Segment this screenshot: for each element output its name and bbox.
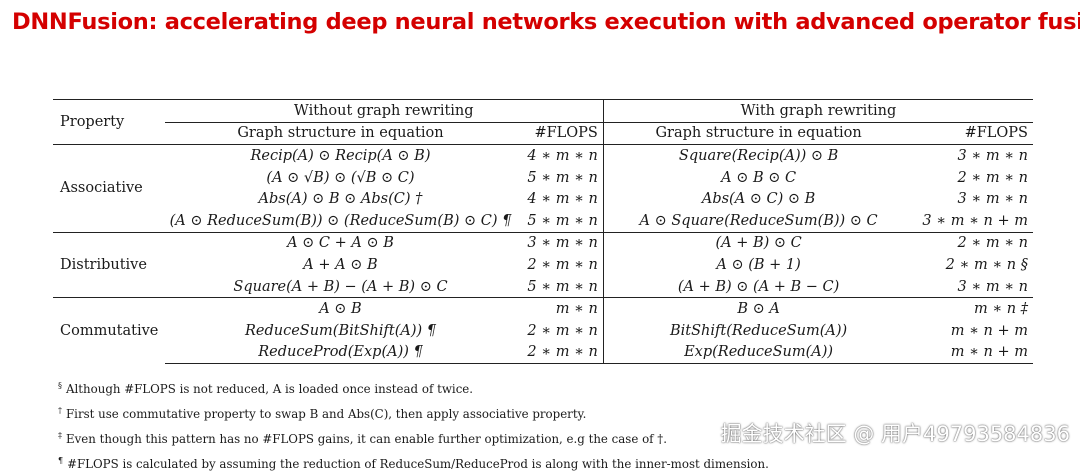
footnote-mark: ‡ [58, 430, 62, 440]
with-flops-cell: m ∗ n + m [913, 341, 1033, 365]
without-equation-cell: (A ⊙ ReduceSum(B)) ⊙ (ReduceSum(B) ⊙ C) … [169, 212, 512, 229]
footnote: † First use commutative property to swap … [58, 400, 769, 425]
header-row-2: Graph structure in equation #FLOPS Graph… [53, 122, 1033, 145]
with-flops-cell: m ∗ n ‡ [913, 297, 1033, 320]
without-equation-cell: A ⊙ B [164, 297, 517, 320]
with-graph-structure-header: Graph structure in equation [602, 122, 914, 145]
footnotes: § Although #FLOPS is not reduced, A is lo… [58, 375, 769, 475]
footnote-mark: ¶ [58, 455, 64, 465]
property-cell: Associative [53, 144, 165, 233]
without-equation-cell: A + A ⊙ B [303, 256, 378, 273]
with-equation-cell: A ⊙ B ⊙ C [602, 166, 914, 189]
with-equation-cell: Abs(A ⊙ C) ⊙ B [602, 188, 914, 210]
with-flops-cell: 3 ∗ m ∗ n [957, 278, 1028, 295]
without-flops-cell: 3 ∗ m ∗ n [516, 231, 604, 255]
with-equation-cell: Square(Recip(A)) ⊙ B [602, 144, 914, 167]
without-flops-cell: 2 ∗ m ∗ n [527, 256, 598, 273]
without-equation-cell: ReduceProd(Exp(A)) ¶ [164, 341, 517, 365]
watermark: 掘金技术社区 @ 用户49793584836 [720, 422, 1070, 446]
without-flops-cell: 2 ∗ m ∗ n [516, 341, 604, 365]
with-equation-cell: BitShift(ReduceSum(A)) [602, 319, 914, 342]
without-equation-cell: Square(A + B) − (A + B) ⊙ C [233, 278, 448, 295]
without-flops-cell: 5 ∗ m ∗ n [527, 278, 598, 295]
header-row-1: Property Without graph rewriting With gr… [53, 98, 1033, 145]
footnote-text: Although #FLOPS is not reduced, A is loa… [66, 381, 474, 396]
with-flops-header: #FLOPS [964, 125, 1028, 142]
without-graph-structure-header: Graph structure in equation [237, 125, 444, 142]
without-equation-cell: A ⊙ C + A ⊙ B [164, 231, 517, 255]
with-flops-cell: m ∗ n + m [950, 322, 1028, 339]
with-flops-cell: 3 ∗ m ∗ n [957, 191, 1028, 208]
property-cell: Distributive [53, 231, 165, 298]
footnote-text: #FLOPS is calculated by assuming the red… [67, 456, 769, 471]
footnote-text: First use commutative property to swap B… [66, 406, 587, 421]
without-flops-cell: 2 ∗ m ∗ n [527, 322, 598, 339]
without-flops-header: #FLOPS [534, 125, 598, 142]
table-row: Square(A + B) − (A + B) ⊙ C 5 ∗ m ∗ n(A +… [53, 275, 1033, 298]
page-title: DNNFusion: accelerating deep neural netw… [12, 9, 1080, 35]
footnote: ¶#FLOPS is calculated by assuming the re… [58, 450, 769, 475]
table-row: (A ⊙ ReduceSum(B)) ⊙ (ReduceSum(B) ⊙ C) … [53, 209, 1033, 233]
footnote-text: Even though this pattern has no #FLOPS g… [66, 431, 667, 446]
property-header: Property [53, 98, 165, 145]
without-rewriting-header: Without graph rewriting [164, 99, 604, 123]
with-equation-cell: Exp(ReduceSum(A)) [602, 341, 914, 365]
with-equation-cell: (A + B) ⊙ (A + B − C) [602, 275, 914, 298]
footnote: ‡ Even though this pattern has no #FLOPS … [58, 425, 769, 450]
graph-rewriting-table: Property Without graph rewriting With gr… [53, 98, 1033, 365]
without-equation-cell: Recip(A) ⊙ Recip(A ⊙ B) [164, 144, 517, 167]
with-flops-cell: 2 ∗ m ∗ n [913, 231, 1033, 255]
with-equation-cell: A ⊙ (B + 1) [602, 254, 914, 276]
without-flops-cell: 5 ∗ m ∗ n [527, 212, 598, 229]
with-rewriting-header: With graph rewriting [602, 99, 1033, 123]
without-flops-cell: 4 ∗ m ∗ n [516, 144, 604, 167]
footnote-mark: † [58, 405, 62, 415]
with-flops-cell: 2 ∗ m ∗ n § [945, 256, 1028, 273]
with-equation-cell: B ⊙ A [602, 297, 914, 320]
with-flops-cell: 3 ∗ m ∗ n [913, 144, 1033, 167]
without-equation-cell: (A ⊙ √B) ⊙ (√B ⊙ C) [266, 169, 415, 186]
without-flops-cell: 5 ∗ m ∗ n [527, 169, 598, 186]
with-flops-cell: 3 ∗ m ∗ n + m [922, 212, 1028, 229]
without-equation-cell: Abs(A) ⊙ B ⊙ Abs(C) † [258, 191, 423, 208]
without-flops-cell: m ∗ n [516, 297, 604, 320]
with-equation-cell: (A + B) ⊙ C [602, 231, 914, 255]
with-equation-cell: A ⊙ Square(ReduceSum(B)) ⊙ C [602, 209, 914, 233]
with-flops-cell: 2 ∗ m ∗ n [957, 169, 1028, 186]
footnote: § Although #FLOPS is not reduced, A is lo… [58, 375, 769, 400]
without-equation-cell: ReduceSum(BitShift(A)) ¶ [244, 322, 436, 339]
property-cell: Commutative [53, 297, 165, 364]
footnote-mark: § [58, 381, 62, 390]
without-flops-cell: 4 ∗ m ∗ n [527, 191, 598, 208]
